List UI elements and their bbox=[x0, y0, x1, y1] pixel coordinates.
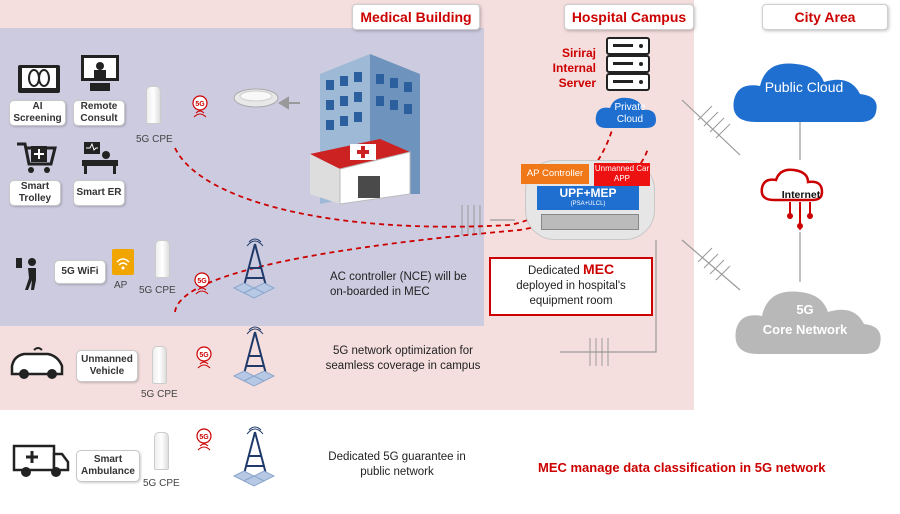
footer-caption: MEC manage data classification in 5G net… bbox=[538, 460, 826, 475]
smart-er-label: Smart ER bbox=[73, 180, 125, 206]
cpe-device bbox=[146, 86, 161, 124]
cell-tower-icon bbox=[230, 426, 280, 493]
unmanned-vehicle-label: Unmanned Vehicle bbox=[76, 350, 138, 382]
cpe-device bbox=[152, 346, 167, 384]
city-area-header: City Area bbox=[762, 4, 888, 30]
5g-signal-icon: 5G bbox=[194, 346, 220, 375]
dedicated-prefix: Dedicated bbox=[527, 265, 580, 277]
remote-consult-label: Remote Consult bbox=[73, 100, 125, 126]
public-cloud-icon bbox=[730, 52, 878, 131]
cpe-label: 5G CPE bbox=[143, 478, 180, 489]
core-network-icon bbox=[732, 276, 881, 363]
svg-text:5G: 5G bbox=[199, 352, 209, 359]
5g-signal-icon: 5G bbox=[192, 272, 218, 301]
cell-tower-icon bbox=[230, 326, 280, 393]
ambulance-icon bbox=[12, 440, 70, 485]
cpe-label: 5G CPE bbox=[139, 285, 176, 296]
dedicated-mec-word: MEC bbox=[582, 261, 615, 277]
guarantee-caption: Dedicated 5G guarantee in public network bbox=[328, 451, 466, 478]
hospital-campus-header: Hospital Campus bbox=[564, 4, 694, 30]
smart-trolley-icon bbox=[15, 140, 57, 181]
remote-consult-icon bbox=[80, 54, 120, 97]
ceiling-ap-icon bbox=[232, 86, 280, 115]
ai-screening-icon bbox=[17, 64, 61, 99]
cpe-device bbox=[154, 432, 169, 470]
ac-controller-caption: AC controller (NCE) will be on-boarded i… bbox=[330, 271, 467, 298]
hospital-building-icon bbox=[290, 44, 430, 214]
server-icon bbox=[605, 36, 651, 101]
ap-controller-box: AP Controller bbox=[521, 164, 589, 184]
cpe-device bbox=[155, 240, 170, 278]
smart-trolley-label: Smart Trolley bbox=[9, 180, 61, 206]
svg-text:5G: 5G bbox=[199, 434, 209, 441]
person-phone-icon bbox=[14, 256, 42, 295]
dedicated-rest: deployed in hospital's equipment room bbox=[516, 280, 626, 307]
5g-signal-icon: 5G bbox=[194, 428, 220, 457]
server-label: Siriraj Internal Server bbox=[552, 46, 596, 90]
optimization-caption: 5G network optimization for seamless cov… bbox=[325, 345, 481, 372]
core-network-line1: 5G bbox=[796, 302, 814, 317]
cell-tower-icon bbox=[230, 238, 280, 305]
dedicated-mec-box: Dedicated MEC deployed in hospital's equ… bbox=[489, 257, 653, 316]
vehicle-icon bbox=[10, 346, 66, 387]
internet-label: Internet bbox=[781, 189, 821, 201]
internet-icon bbox=[760, 166, 840, 241]
wifi-label: 5G WiFi bbox=[54, 260, 106, 284]
5g-signal-icon: 5G bbox=[190, 95, 216, 124]
svg-text:5G: 5G bbox=[197, 278, 207, 285]
upf-mep-box: UPF+MEP (PSA+ULCL) bbox=[537, 186, 639, 210]
private-cloud-label: Private Cloud bbox=[614, 102, 646, 125]
unmanned-app-box: Unmanned Car APP bbox=[594, 163, 650, 186]
ap-label: AP bbox=[114, 280, 128, 291]
ai-screening-label: AI Screening bbox=[9, 100, 66, 126]
cpe-label: 5G CPE bbox=[141, 389, 178, 400]
wifi-ap-icon bbox=[111, 248, 135, 281]
cpe-label: 5G CPE bbox=[136, 134, 173, 145]
public-cloud-label: Public Cloud bbox=[764, 79, 844, 95]
upf-mep-sublabel: (PSA+ULCL) bbox=[570, 201, 606, 207]
upf-mep-label: UPF+MEP bbox=[559, 186, 617, 200]
medical-building-header: Medical Building bbox=[352, 4, 480, 30]
mec-server-rack bbox=[541, 214, 639, 230]
smart-er-icon bbox=[80, 140, 120, 181]
private-cloud-icon bbox=[594, 94, 660, 139]
smart-ambulance-label: Smart Ambulance bbox=[76, 450, 140, 482]
core-network-line2: Core Network bbox=[762, 322, 848, 337]
svg-text:5G: 5G bbox=[195, 101, 205, 108]
